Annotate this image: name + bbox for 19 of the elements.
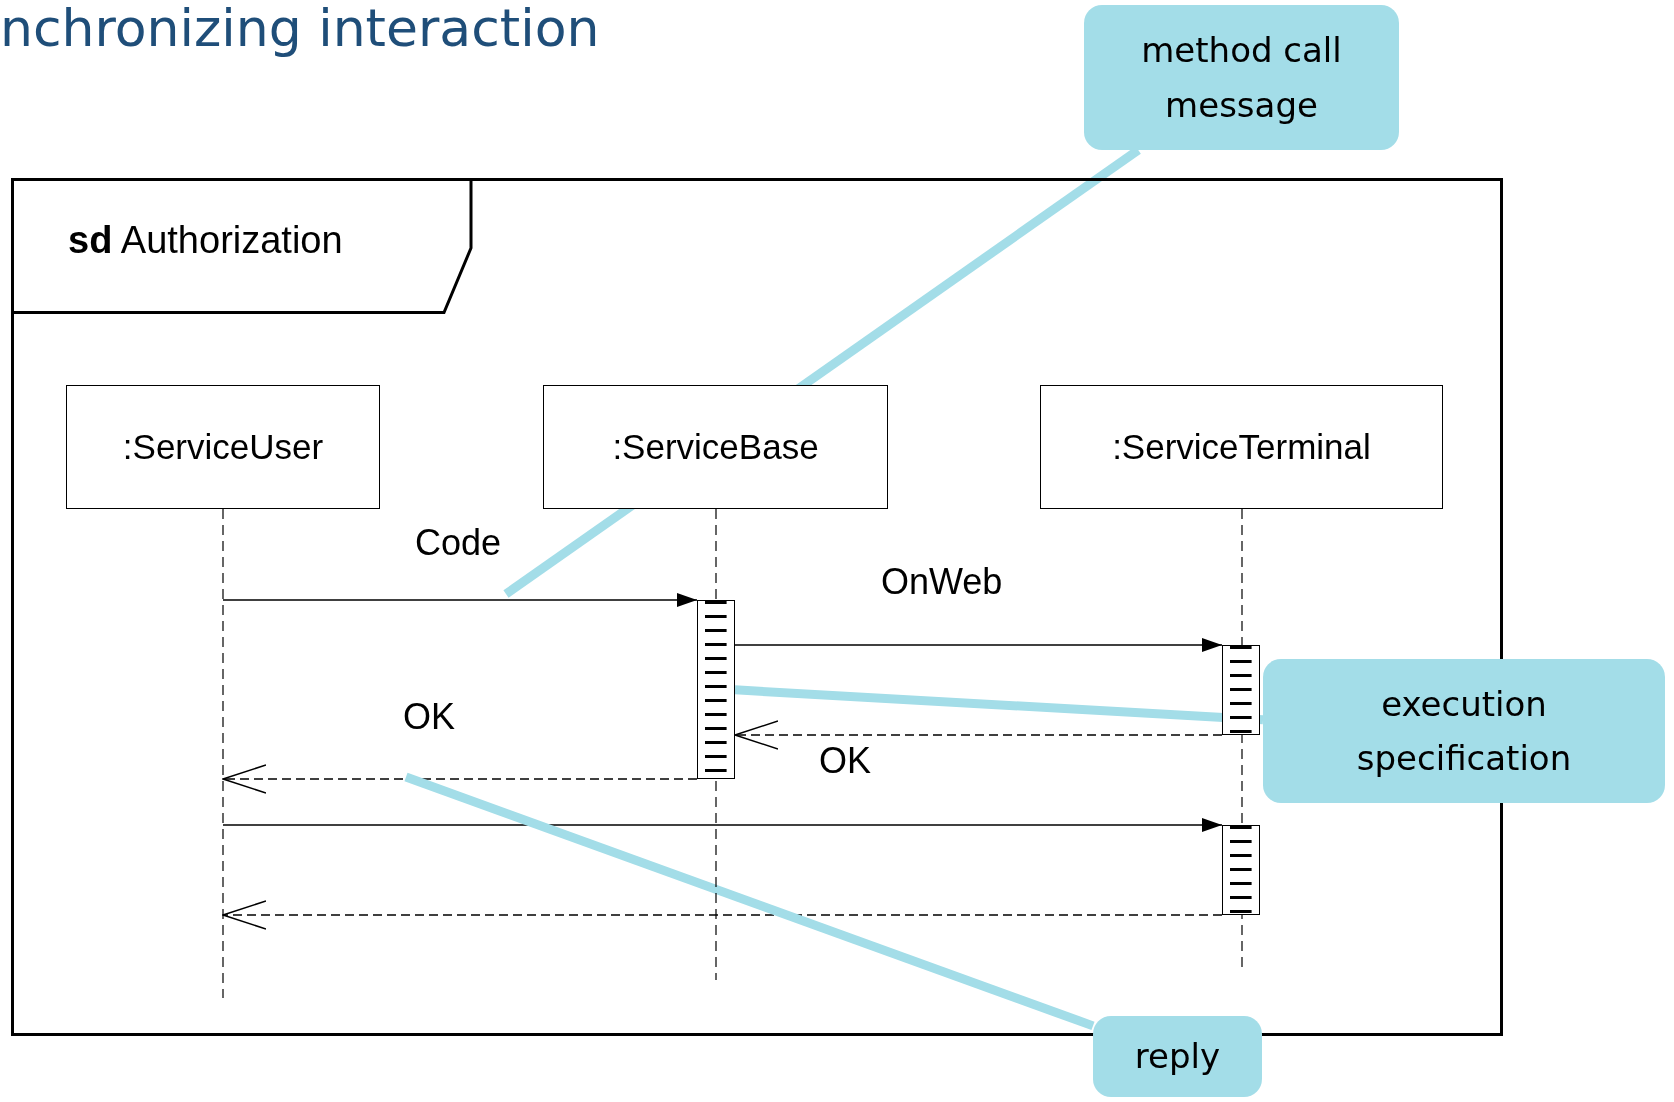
leader-line — [404, 772, 1095, 1031]
frame-title: sd Authorization — [68, 219, 343, 262]
message-arrow — [222, 900, 1223, 930]
message-arrow — [734, 638, 1223, 652]
message-arrow — [222, 764, 698, 794]
activation-bar — [1222, 825, 1260, 915]
activation-bar — [1222, 645, 1260, 735]
activation-bar — [697, 600, 735, 779]
lifeline-head-box: :ServiceUser — [66, 385, 380, 509]
message-arrow — [222, 593, 698, 607]
leader-line — [734, 685, 1264, 725]
lifeline-head-box: :ServiceBase — [543, 385, 888, 509]
message-arrow — [734, 720, 1223, 750]
callout-box: method call message — [1084, 5, 1399, 150]
lifeline-head-box: :ServiceTerminal — [1040, 385, 1443, 509]
callout-box: reply — [1093, 1016, 1262, 1097]
callout-box: execution specification — [1263, 659, 1665, 803]
message-arrow — [222, 818, 1223, 832]
title: nchronizing interaction — [0, 0, 600, 58]
